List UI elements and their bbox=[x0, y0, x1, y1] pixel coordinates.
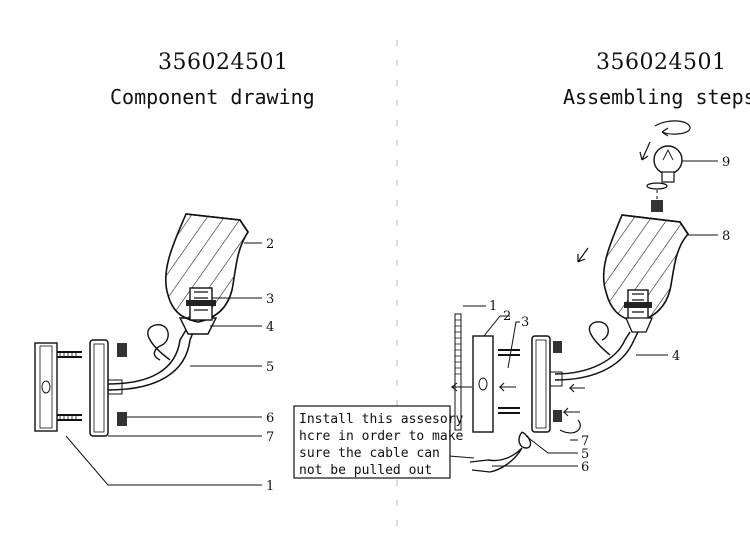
arm bbox=[107, 329, 195, 391]
left-heading: Component drawing bbox=[110, 85, 315, 109]
right-label-7: 7 bbox=[581, 434, 589, 449]
right-heading: Assembling steps bbox=[563, 85, 750, 109]
left-label-3: 3 bbox=[266, 292, 274, 307]
note-line-2: hcre in order to make bbox=[299, 429, 464, 444]
bulb bbox=[653, 145, 683, 183]
arrow-down-icon bbox=[639, 141, 651, 161]
left-label-2: 2 bbox=[266, 237, 274, 252]
left-part-labels: 2 3 4 5 6 7 1 bbox=[266, 237, 274, 494]
left-label-7: 7 bbox=[266, 430, 274, 445]
right-label-6: 6 bbox=[581, 460, 589, 475]
right-label-3: 3 bbox=[521, 315, 529, 330]
left-label-5: 5 bbox=[266, 360, 274, 375]
arrow-left-icons bbox=[450, 382, 585, 417]
right-leaders bbox=[448, 160, 718, 467]
arrow-down-left-icon bbox=[577, 247, 589, 263]
nut-top bbox=[117, 343, 127, 357]
wall-screws bbox=[57, 351, 82, 421]
left-label-4: 4 bbox=[266, 320, 274, 335]
threaded-nipple bbox=[651, 200, 663, 212]
left-leaders bbox=[65, 242, 262, 486]
right-label-4: 4 bbox=[672, 349, 680, 364]
rotate-arrow-icon bbox=[654, 120, 691, 135]
note-line-3: sure the cable can bbox=[299, 446, 440, 461]
backplate-right bbox=[531, 335, 551, 433]
right-label-1: 1 bbox=[489, 299, 497, 314]
left-label-1: 1 bbox=[266, 479, 274, 494]
right-label-5: 5 bbox=[581, 447, 589, 462]
note-line-1: Install this assesory bbox=[299, 412, 464, 427]
nut-bottom bbox=[117, 412, 127, 426]
arm-right bbox=[554, 331, 639, 381]
right-model-number: 356024501 bbox=[596, 50, 727, 75]
install-note-callout: Install this assesory hcre in order to m… bbox=[293, 405, 464, 479]
left-component-drawing bbox=[34, 213, 249, 437]
right-label-9: 9 bbox=[722, 155, 730, 170]
rotate-arrow-icon-2 bbox=[559, 419, 581, 434]
left-model-number: 356024501 bbox=[158, 50, 289, 75]
right-part-labels: 9 8 1 2 3 4 7 5 6 bbox=[489, 155, 730, 475]
backplate bbox=[89, 339, 109, 437]
ring bbox=[646, 182, 668, 190]
lamp-shade bbox=[164, 213, 249, 323]
left-label-6: 6 bbox=[266, 411, 274, 426]
right-assembly-drawing bbox=[450, 120, 691, 473]
right-label-8: 8 bbox=[722, 229, 730, 244]
right-label-2: 2 bbox=[503, 309, 511, 324]
note-line-4: not be pulled out bbox=[299, 463, 432, 478]
screw-bolt bbox=[454, 313, 462, 431]
